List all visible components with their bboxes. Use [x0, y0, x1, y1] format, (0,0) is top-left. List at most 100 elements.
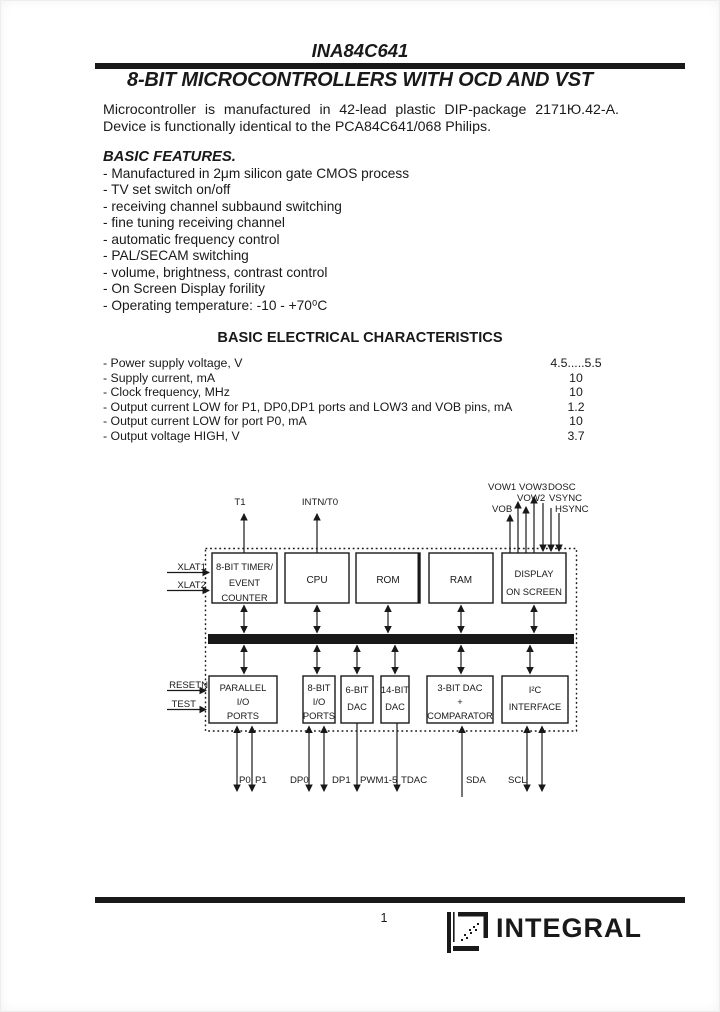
svg-text:DAC: DAC [385, 701, 405, 712]
vow2-label: VOW2 [517, 493, 545, 504]
title-divider [95, 63, 685, 69]
p1-label: P1 [255, 775, 267, 786]
electrical-row: - Output current LOW for P1, DP0,DP1 por… [103, 400, 617, 415]
i2c-box: I²C INTERFACE [501, 675, 569, 724]
page-subtitle: 8-BIT MICROCONTROLLERS WITH OCD AND VST [127, 69, 593, 91]
diagram-dashed-border [204, 547, 578, 732]
timer-box-label: 8-BIT TIMER/ [216, 561, 273, 572]
brand-name: INTEGRAL [496, 913, 642, 943]
io8-box-label: 8-BIT [308, 682, 331, 693]
features-list: - Manufactured in 2μm silicon gate CMOS … [103, 166, 603, 314]
svg-text:INTERFACE: INTERFACE [509, 701, 562, 712]
feature-item: - fine tuning receiving channel [103, 215, 285, 231]
scl-label: SCL [508, 775, 527, 786]
rom-box-label: ROM [376, 575, 399, 586]
test-label: TEST [171, 699, 196, 710]
left-signals: XLAT1 XLAT2 RESETN TEST [167, 562, 211, 714]
page-title: INA84C641 [311, 40, 409, 61]
pwm-label: PWM1-5 [360, 775, 397, 786]
display-box-label: DISPLAY [515, 568, 555, 579]
dac6-box-label: 6-BIT [346, 684, 369, 695]
feature-item: - volume, brightness, contrast control [103, 264, 328, 280]
param-label: - Power supply voltage, V [103, 356, 243, 370]
svg-text:COUNTER: COUNTER [221, 592, 268, 603]
cpu-box: CPU [284, 552, 350, 604]
xlat2-label: XLAT2 [177, 580, 206, 591]
svg-text:ON SCREEN: ON SCREEN [506, 586, 562, 597]
vob-label: VOB [492, 504, 512, 515]
hsync-label: HSYNC [555, 504, 589, 515]
dac6-box: 6-BIT DAC [340, 675, 374, 724]
page-number: 1 [380, 911, 388, 925]
feature-item: - Manufactured in 2μm silicon gate CMOS … [103, 166, 410, 181]
sda-label: SDA [466, 775, 486, 786]
timer-box: 8-BIT TIMER/ EVENT COUNTER [211, 552, 278, 604]
intn-t0-label: INTN/T0 [302, 497, 338, 508]
feature-item: - receiving channel subbaund switching [103, 198, 342, 214]
resetn-label: RESETN [169, 680, 208, 691]
feature-item: - automatic frequency control [103, 231, 280, 247]
param-label: - Output current LOW for port P0, mA [103, 414, 307, 429]
svg-text:DAC: DAC [347, 701, 367, 712]
svg-text:PORTS: PORTS [303, 710, 335, 721]
dac14-box: 14-BIT DAC [380, 675, 410, 724]
p0-label: P0 [239, 775, 251, 786]
param-value: 10 [569, 385, 583, 400]
dosc-label: DOSC [548, 482, 576, 493]
param-value: 3.7 [567, 428, 585, 443]
feature-item: - TV set switch on/off [103, 182, 231, 198]
param-label: - Output current LOW for P1, DP0,DP1 por… [103, 399, 513, 414]
param-label: - Output voltage HIGH, V [103, 428, 240, 443]
svg-text:EVENT: EVENT [229, 577, 261, 588]
feature-item: - On Screen Display forility [103, 281, 266, 297]
bus-connectors-top [240, 604, 538, 634]
param-label: - Clock frequency, MHz [103, 385, 230, 400]
t1-label: T1 [234, 497, 245, 508]
electrical-table: - Power supply voltage, V 4.5.....5.5 - … [103, 356, 617, 444]
rom-box: ROM [355, 552, 421, 604]
svg-text:I/O: I/O [313, 696, 326, 707]
footer-divider [95, 897, 685, 903]
electrical-row: - Supply current, mA 10 [103, 371, 617, 386]
parallel-io-box-label: PARALLEL [220, 682, 267, 693]
svg-text:+: + [457, 696, 463, 707]
dac14-box-label: 14-BIT [381, 684, 409, 695]
vow3-label: VOW3 [519, 482, 547, 493]
intro-paragraph: Microcontroller is manufactured in 42-le… [103, 102, 619, 135]
parallel-io-box: PARALLEL I/O PORTS [208, 675, 278, 724]
integral-logo-icon [447, 912, 488, 953]
param-value: 1.2 [567, 399, 585, 414]
vow1-label: VOW1 [488, 482, 516, 493]
svg-text:I/O: I/O [237, 696, 250, 707]
feature-item: - Operating temperature: -10 - +70⁰C [103, 297, 328, 313]
dp0-label: DP0 [290, 775, 309, 786]
display-signals: VOW1 VOW3 DOSC VOW2 VSYNC VOB HSYNC [488, 482, 589, 553]
param-label: - Supply current, mA [103, 370, 216, 385]
cpu-box-label: CPU [306, 575, 327, 586]
vsync-label: VSYNC [549, 493, 582, 504]
ram-box-label: RAM [450, 575, 472, 586]
electrical-row: - Clock frequency, MHz 10 [103, 385, 617, 400]
io8-box: 8-BIT I/O PORTS [302, 675, 336, 724]
features-heading: BASIC FEATURES. [103, 149, 236, 165]
tdac-label: TDAC [401, 775, 427, 786]
param-value: 10 [569, 370, 583, 385]
electrical-row: - Output voltage HIGH, V 3.7 [103, 429, 617, 444]
bus-bar [208, 634, 574, 644]
dp1-label: DP1 [332, 775, 351, 786]
electrical-heading: BASIC ELECTRICAL CHARACTERISTICS [217, 330, 503, 346]
i2c-box-label: I²C [529, 684, 542, 695]
xlat1-label: XLAT1 [177, 562, 206, 573]
ram-box: RAM [428, 552, 494, 604]
param-value: 10 [569, 414, 583, 429]
bottom-signals: P0 P1 DP0 DP1 PWM1-5 TDAC SDA SCL [233, 723, 546, 797]
svg-text:COMPARATOR: COMPARATOR [427, 710, 493, 721]
electrical-row: - Power supply voltage, V 4.5.....5.5 [103, 356, 617, 371]
feature-item: - PAL/SECAM switching [103, 248, 249, 264]
comparator-box-label: 3-BIT DAC [437, 682, 482, 693]
param-value: 4.5.....5.5 [550, 356, 602, 370]
bus-connectors-bottom [240, 644, 534, 675]
comparator-box: 3-BIT DAC + COMPARATOR [426, 675, 494, 724]
display-box: DISPLAY ON SCREEN [501, 552, 567, 604]
